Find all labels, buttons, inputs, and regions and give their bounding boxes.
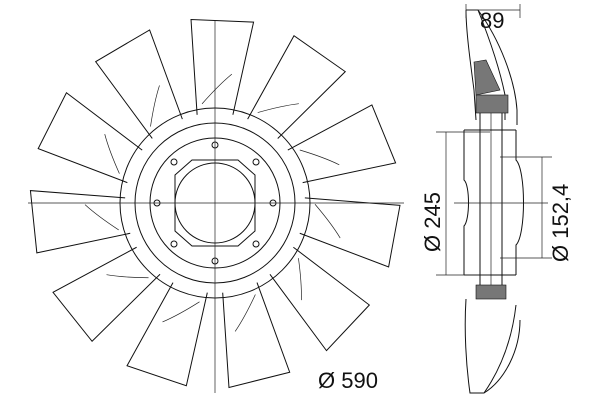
blade-root-fin [298, 258, 302, 301]
blade-root-fin [257, 103, 299, 113]
hub-bolt-hole [252, 240, 260, 248]
fan-blade [94, 29, 183, 139]
bore-diameter-label: Ø 152,4 [548, 184, 573, 262]
outer-diameter-label: Ø 590 [318, 368, 378, 393]
hub-section-top [475, 94, 509, 114]
fan-blade [126, 282, 208, 387]
hub-section-bottom [475, 284, 507, 300]
fan-blade [299, 197, 401, 268]
bolt-circle-diameter-label: Ø 245 [420, 192, 445, 252]
fan-side-section-view: 89 Ø 245 Ø 152,4 [420, 4, 573, 394]
bore-hex-outline [174, 159, 256, 247]
hub-bolt-hole [170, 240, 178, 248]
fan-front-view: Ø 590 [28, 19, 404, 393]
blade-profile-bottom-outer [483, 319, 521, 394]
fan-blade [29, 190, 131, 254]
hub-bolt-hole [252, 158, 260, 166]
blade-profile-bottom [464, 298, 517, 394]
blade-root-fin [104, 134, 120, 174]
blade-root-fin [162, 301, 200, 323]
blade-root-fin [84, 204, 119, 231]
hub-bolt-hole [170, 158, 178, 166]
fan-blade [222, 282, 291, 389]
blade-root-fin [234, 294, 256, 332]
fan-blade [52, 246, 161, 342]
blade-profile-top-outer [477, 9, 518, 125]
fan-blade [247, 34, 347, 139]
hub-section-top-wedge [473, 59, 501, 96]
blade-roots [84, 73, 341, 332]
blade-root-fin [314, 204, 341, 239]
axial-width-label: 89 [480, 8, 504, 33]
hub-body-outline [463, 130, 524, 275]
blade-root-fin [106, 274, 149, 279]
fan-blade [287, 104, 397, 184]
fan-blade [190, 19, 255, 115]
blade-root-fin [299, 149, 340, 166]
fan-blades [29, 19, 401, 389]
blade-root-fin [201, 73, 233, 105]
fan-blade [37, 91, 143, 184]
fan-blade [269, 246, 371, 352]
blade-root-fin [150, 85, 160, 127]
